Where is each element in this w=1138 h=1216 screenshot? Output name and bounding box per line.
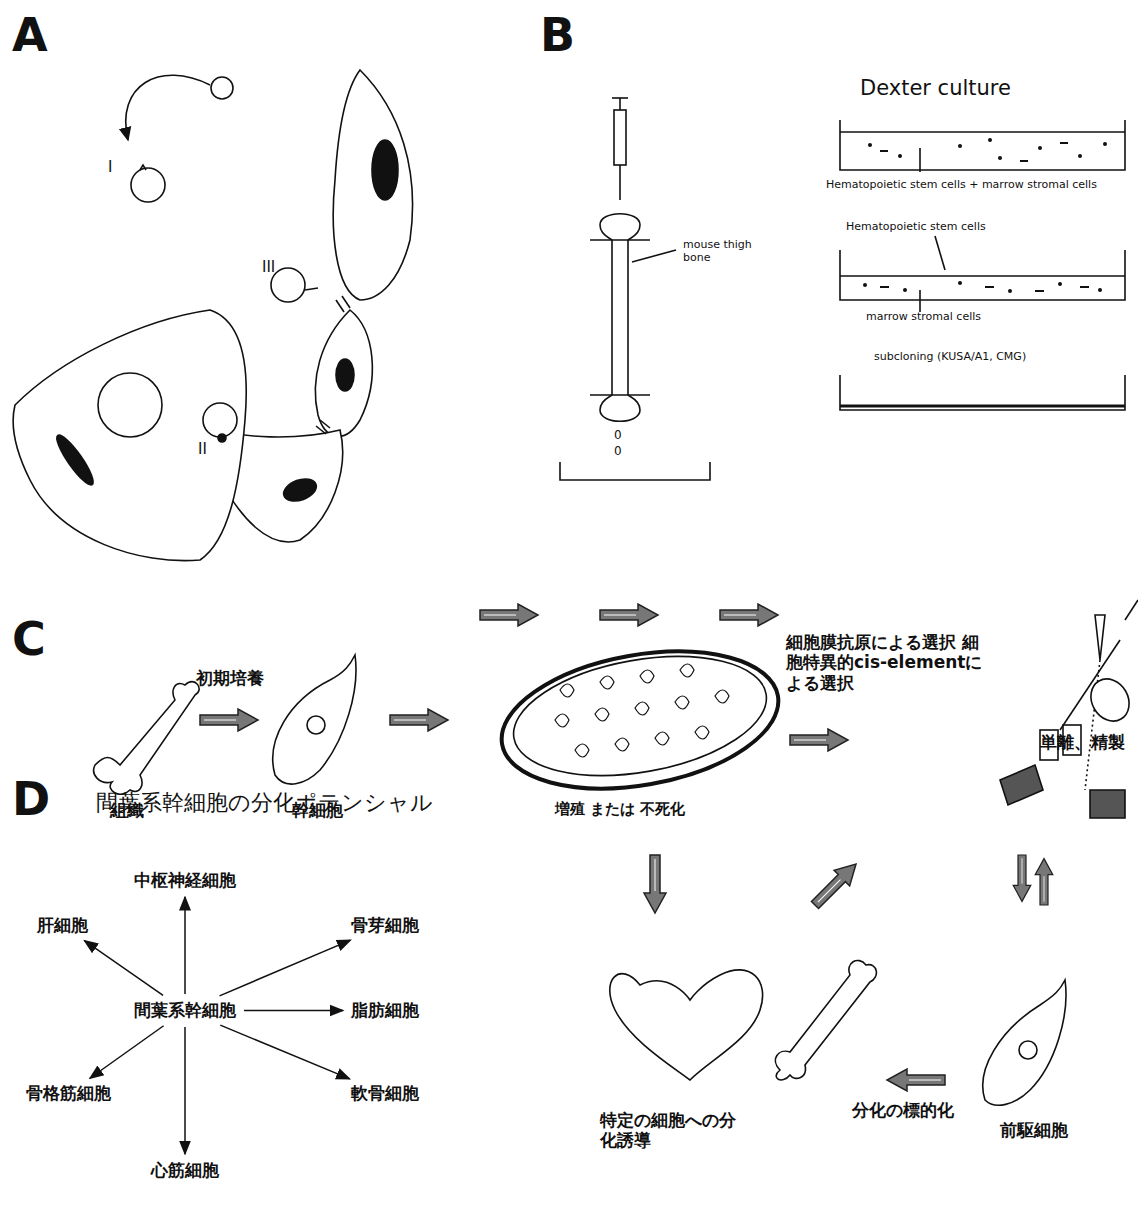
cell-dots	[863, 138, 1107, 293]
differentiation-arrow	[220, 940, 351, 996]
annotation-label: 単離、精製	[1040, 732, 1125, 752]
annotation-label: Dexter culture	[860, 76, 1011, 101]
differentiation-arrow	[90, 1026, 164, 1079]
cell-type-node: 肝細胞	[32, 912, 93, 939]
annotation-label: I	[108, 158, 112, 176]
cell-type-node: 軟骨細胞	[346, 1080, 424, 1107]
annotation-label: II	[198, 440, 207, 458]
cell-type-node: 間葉系幹細胞	[129, 997, 241, 1024]
annotation-label: 0	[614, 428, 622, 442]
annotation-label: 分化の標的化	[852, 1100, 954, 1120]
annotation-label: Hematopoietic stem cells	[846, 220, 986, 233]
annotation-label: 細胞膜抗原による選択 細胞特異的cis-elementによる選択	[786, 632, 986, 693]
cell-illustration	[13, 70, 412, 561]
panel-letter: B	[540, 8, 575, 63]
cell-type-node: 心筋細胞	[146, 1157, 224, 1184]
dish-cells	[555, 664, 729, 757]
process-arrows	[200, 604, 1053, 1091]
annotation-label: subcloning (KUSA/A1, CMG)	[874, 350, 1026, 363]
differentiation-arrow	[220, 1025, 349, 1079]
dexter-culture-drawing	[560, 98, 1125, 480]
panel-letter: C	[12, 612, 46, 667]
annotation-label: 0	[614, 444, 622, 458]
node-text: 軟骨細胞	[351, 1082, 419, 1105]
cell-type-node: 骨芽細胞	[346, 912, 424, 939]
differentiation-arrow	[244, 1010, 343, 1012]
node-text: 間葉系幹細胞	[134, 999, 236, 1022]
differentiation-arrow	[184, 1027, 186, 1154]
annotation-label: 特定の細胞への分化誘導	[600, 1110, 740, 1151]
node-text: 脂肪細胞	[351, 999, 419, 1022]
node-text: 骨芽細胞	[351, 914, 419, 937]
annotation-label: mouse thigh bone	[683, 238, 758, 264]
node-text: 肝細胞	[37, 914, 88, 937]
cell-type-node: 骨格筋細胞	[21, 1080, 116, 1107]
node-text: 中枢神経細胞	[134, 869, 236, 892]
node-text: 心筋細胞	[151, 1159, 219, 1182]
node-text: 骨格筋細胞	[26, 1082, 111, 1105]
panel-letter: A	[12, 8, 48, 63]
annotation-label: 前駆細胞	[1000, 1120, 1068, 1140]
process-drawings	[94, 600, 1138, 1105]
annotation-label: 間葉系幹細胞の分化ポテンシャル	[96, 790, 433, 816]
cell-type-node: 脂肪細胞	[346, 997, 424, 1024]
annotation-label: 増殖 または 不死化	[555, 800, 685, 818]
annotation-label: Hematopoietic stem cells + marrow stroma…	[826, 178, 1126, 191]
panel-letter: D	[12, 772, 50, 827]
differentiation-arrow	[84, 941, 163, 996]
annotation-label: marrow stromal cells	[866, 310, 981, 323]
annotation-label: III	[262, 258, 275, 276]
differentiation-arrow	[184, 897, 186, 994]
cell-type-node: 中枢神経細胞	[129, 867, 241, 894]
annotation-label: 初期培養	[196, 668, 264, 688]
